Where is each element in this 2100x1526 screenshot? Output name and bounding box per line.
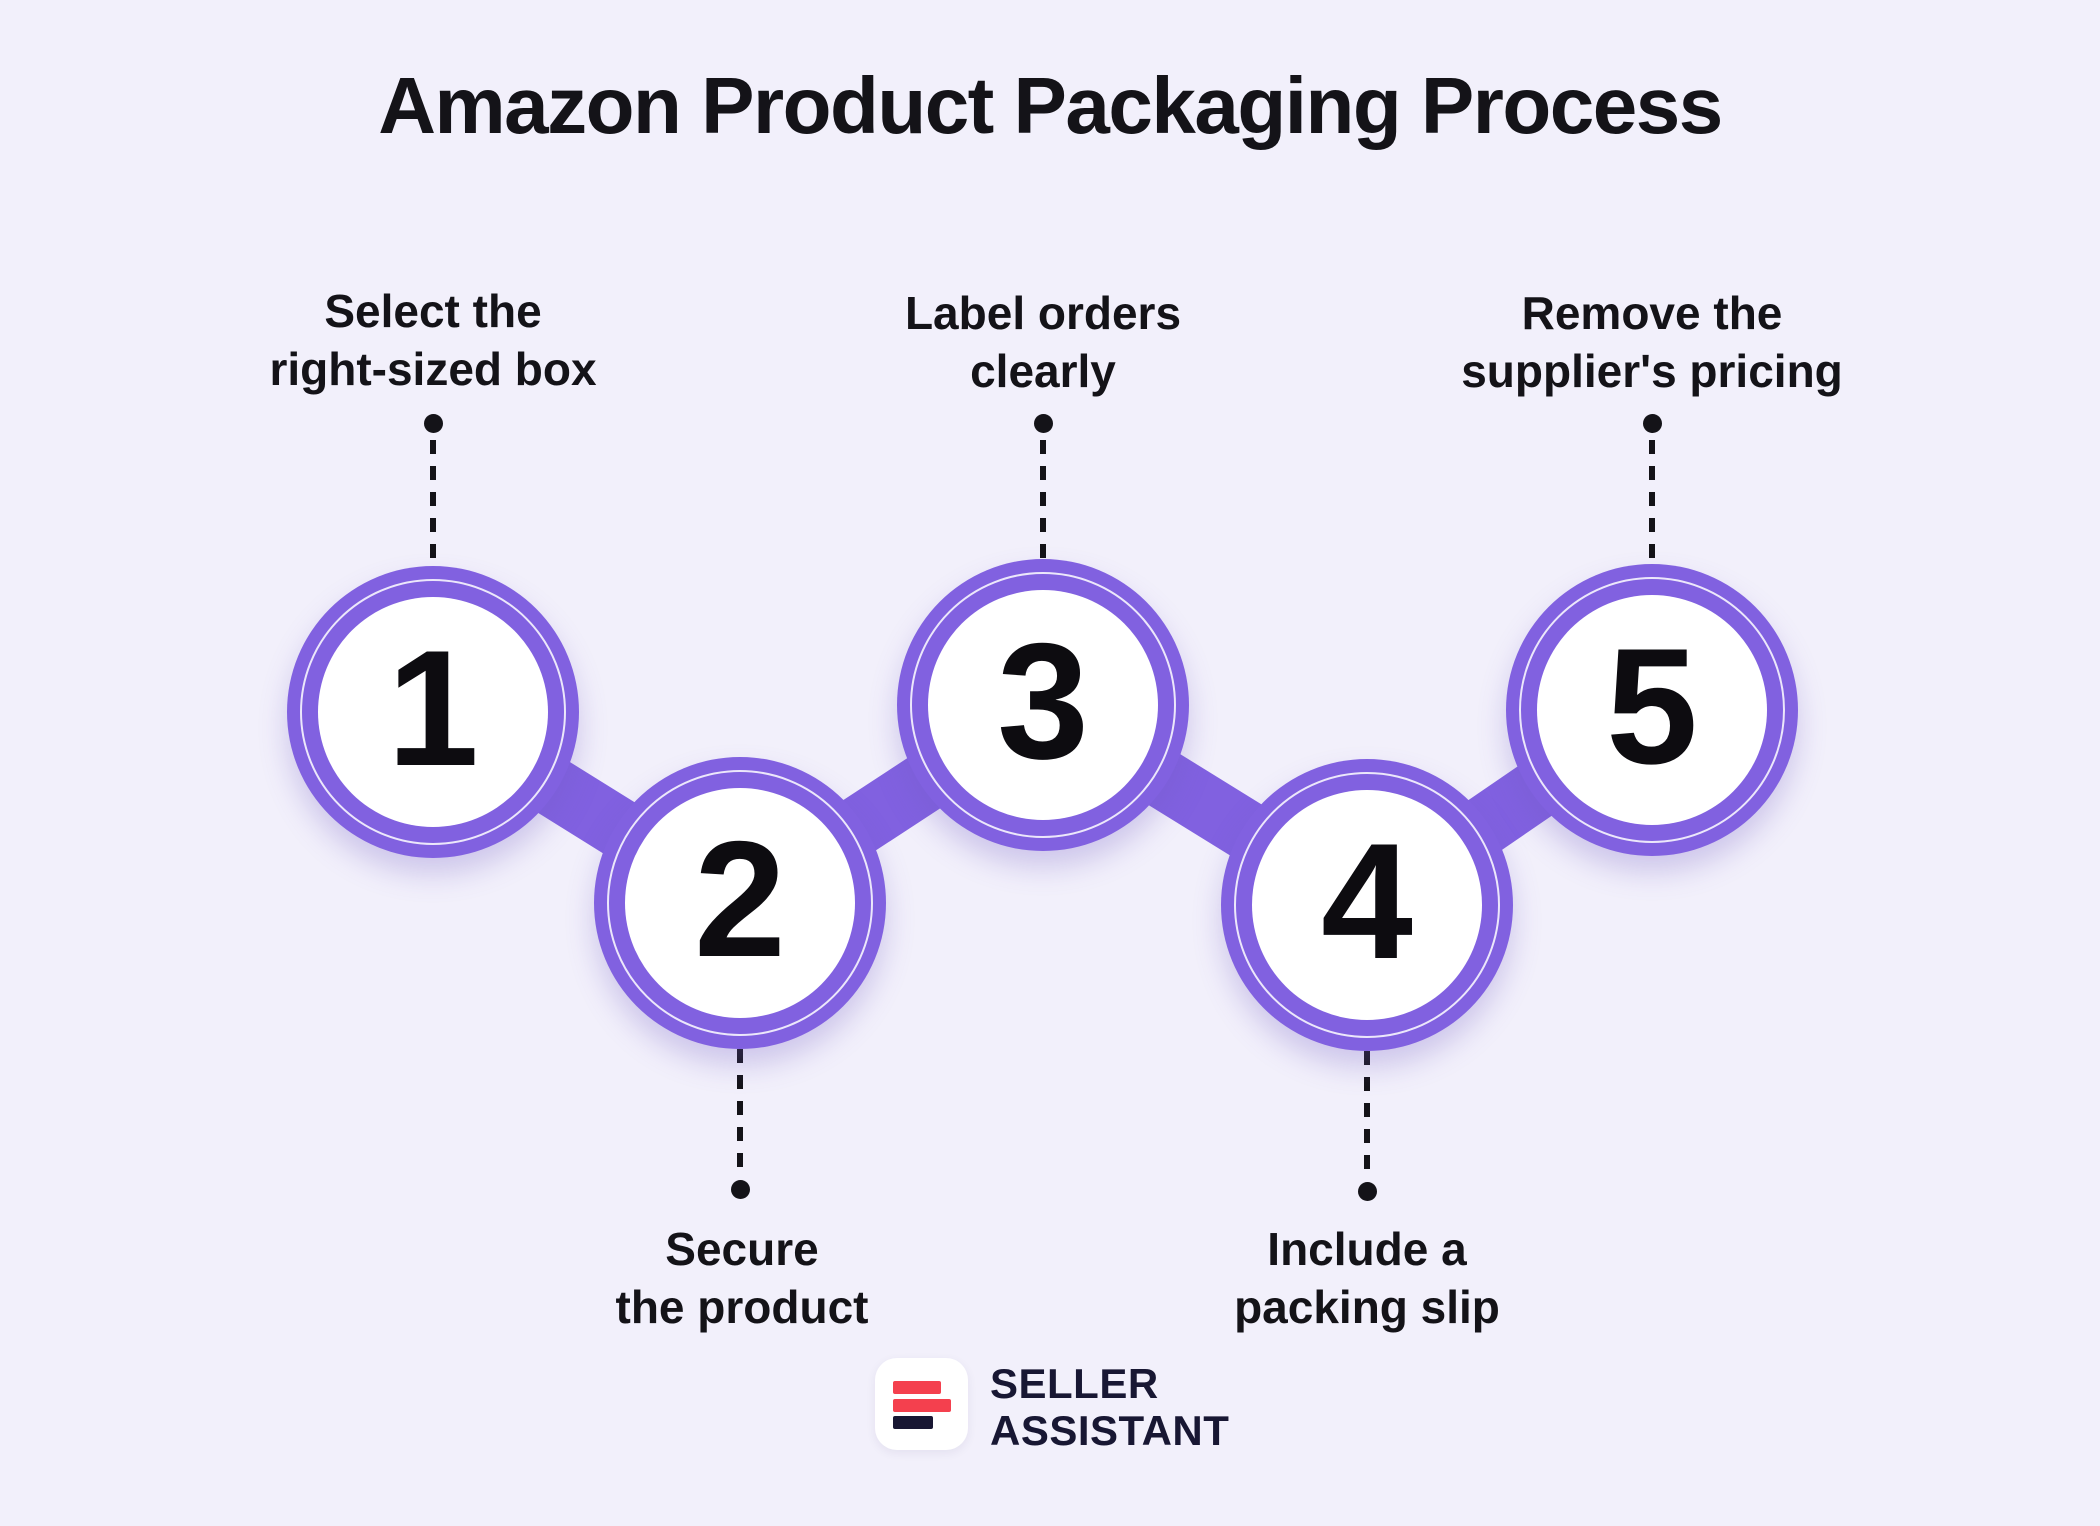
leader-dot-step5: [1643, 414, 1662, 433]
step-circle-1-inner: 1: [318, 597, 548, 827]
leader-line-step2: [737, 1049, 743, 1176]
step-number-3: 3: [997, 608, 1089, 793]
logo-bar-bottom-icon: [893, 1416, 933, 1429]
step-label-1: Select the right-sized box: [113, 282, 753, 398]
step-number-4: 4: [1321, 808, 1413, 993]
leader-dot-step2: [731, 1180, 750, 1199]
step-label-3-line2: clearly: [970, 345, 1116, 397]
brand-name: SELLER ASSISTANT: [990, 1360, 1229, 1454]
step-circle-2-inner: 2: [625, 788, 855, 1018]
leader-dot-step3: [1034, 414, 1053, 433]
step-number-2: 2: [694, 806, 786, 991]
step-number-5: 5: [1606, 613, 1698, 798]
leader-line-step4: [1364, 1051, 1370, 1178]
step-label-1-line1: Select the: [324, 285, 542, 337]
leader-line-step1: [430, 440, 436, 566]
step-circle-2: 2: [594, 757, 886, 1049]
step-circle-1: 1: [287, 566, 579, 858]
step-label-3-line1: Label orders: [904, 287, 1182, 339]
step-label-5-line1: Remove the: [1521, 287, 1783, 339]
step-label-2-line2: the product: [615, 1281, 869, 1333]
step-label-2-line1: Secure: [665, 1223, 819, 1275]
step-label-2: Secure the product: [422, 1220, 1062, 1336]
step-number-1: 1: [387, 615, 479, 800]
step-circle-4-inner: 4: [1252, 790, 1482, 1020]
leader-dot-step4: [1358, 1182, 1377, 1201]
step-label-5-line2: supplier's pricing: [1461, 345, 1843, 397]
step-circle-4: 4: [1221, 759, 1513, 1051]
step-label-1-line2: right-sized box: [269, 343, 597, 395]
step-circle-5: 5: [1506, 564, 1798, 856]
logo-bar-top-icon: [893, 1381, 941, 1394]
leader-line-step5: [1649, 440, 1655, 564]
leader-line-step3: [1040, 440, 1046, 559]
logo-bar-middle-icon: [893, 1399, 951, 1412]
step-label-5: Remove the supplier's pricing: [1332, 284, 1972, 400]
step-label-4: Include a packing slip: [1047, 1220, 1687, 1336]
step-circle-3: 3: [897, 559, 1189, 851]
brand-name-line1: SELLER: [990, 1360, 1159, 1407]
step-circle-3-inner: 3: [928, 590, 1158, 820]
step-label-4-line1: Include a: [1267, 1223, 1467, 1275]
leader-dot-step1: [424, 414, 443, 433]
brand-name-line2: ASSISTANT: [990, 1407, 1230, 1454]
step-circle-5-inner: 5: [1537, 595, 1767, 825]
step-label-4-line2: packing slip: [1234, 1281, 1500, 1333]
step-label-3: Label orders clearly: [723, 284, 1363, 400]
page-title: Amazon Product Packaging Process: [378, 61, 1723, 150]
seller-assistant-logo-icon: [875, 1358, 968, 1450]
